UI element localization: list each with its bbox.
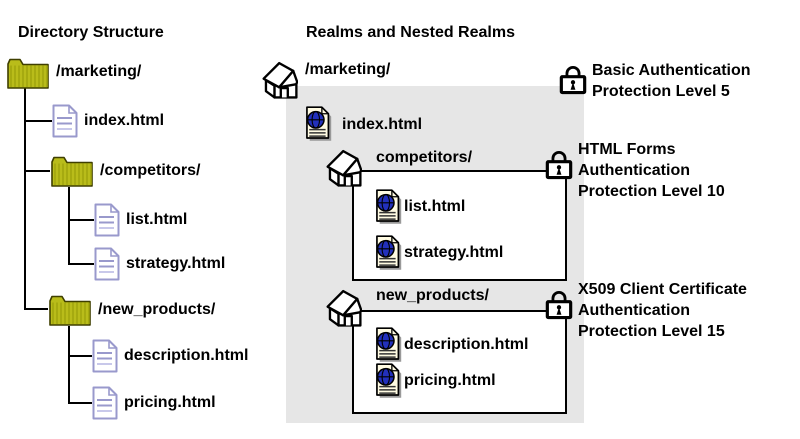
- realm-label-new-products: new_products/: [376, 287, 489, 304]
- tree-branch-strategy: [68, 263, 94, 265]
- tree-branch-index: [24, 120, 52, 122]
- html-forms-auth-label: HTML Forms Authentication Protection Lev…: [578, 139, 725, 202]
- document-icon: [94, 247, 120, 281]
- tree-item-new-products: /new_products/: [98, 301, 216, 318]
- tree-trunk-line: [24, 88, 26, 310]
- realm-file-list: list.html: [404, 198, 466, 215]
- tree-trunk-competitors: [68, 187, 70, 265]
- padlock-icon: [545, 289, 573, 320]
- tree-branch-list: [68, 219, 94, 221]
- realm-file-pricing: pricing.html: [404, 372, 496, 389]
- auth-line: X509 Client Certificate: [578, 281, 747, 298]
- basic-auth-label: Basic Authentication Protection Level 5: [592, 60, 751, 102]
- padlock-icon: [559, 64, 587, 95]
- web-page-icon: [376, 189, 404, 225]
- realm-file-strategy: strategy.html: [404, 244, 504, 261]
- realm-house-icon: [262, 60, 298, 99]
- realm-house-icon: [326, 148, 362, 187]
- document-icon: [92, 339, 118, 373]
- auth-line: Protection Level 5: [592, 83, 730, 100]
- web-page-icon: [306, 106, 334, 142]
- auth-line: Authentication: [578, 162, 690, 179]
- document-icon: [94, 203, 120, 237]
- tree-branch-pricing: [68, 402, 92, 404]
- tree-item-pricing: pricing.html: [124, 394, 216, 411]
- web-page-icon: [376, 327, 404, 363]
- tree-item-index: index.html: [84, 112, 165, 129]
- auth-line: Protection Level 15: [578, 323, 725, 340]
- realm-house-icon: [326, 288, 362, 327]
- auth-line: HTML Forms: [578, 141, 676, 158]
- auth-line: Authentication: [578, 302, 690, 319]
- directory-structure-heading: Directory Structure: [18, 24, 164, 41]
- realm-label-competitors: competitors/: [376, 149, 473, 166]
- auth-line: Basic Authentication: [592, 62, 751, 79]
- realms-heading: Realms and Nested Realms: [306, 24, 515, 41]
- padlock-icon: [545, 149, 573, 180]
- realm-file-index: index.html: [342, 116, 423, 133]
- tree-branch-new-products: [24, 308, 48, 310]
- auth-line: Protection Level 10: [578, 183, 725, 200]
- folder-icon: [6, 57, 50, 90]
- web-page-icon: [376, 363, 404, 399]
- tree-branch-description: [68, 355, 92, 357]
- tree-item-competitors: /competitors/: [100, 162, 201, 179]
- document-icon: [52, 104, 78, 138]
- tree-item-description: description.html: [124, 347, 249, 364]
- realm-file-description: description.html: [404, 336, 529, 353]
- tree-item-list: list.html: [126, 211, 188, 228]
- tree-branch-competitors: [24, 170, 50, 172]
- tree-trunk-new-products: [68, 326, 70, 404]
- folder-icon: [48, 294, 92, 327]
- folder-icon: [50, 155, 94, 188]
- tree-item-strategy: strategy.html: [126, 255, 226, 272]
- web-page-icon: [376, 235, 404, 271]
- realm-label-marketing: /marketing/: [305, 61, 391, 78]
- x509-auth-label: X509 Client Certificate Authentication P…: [578, 279, 747, 342]
- tree-item-marketing: /marketing/: [56, 63, 142, 80]
- document-icon: [92, 386, 118, 420]
